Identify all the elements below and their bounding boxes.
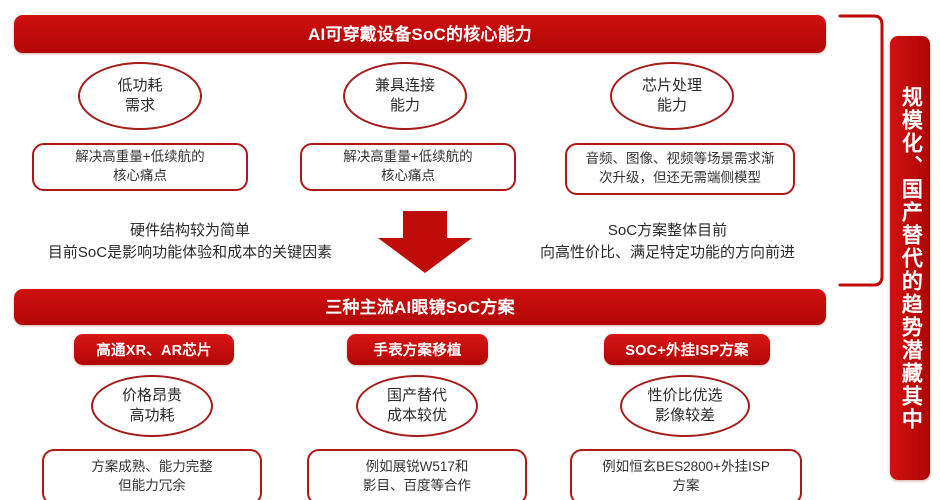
caption-box-low-power-line2: 核心痛点: [112, 168, 167, 183]
ellipse-cost-effective-line2: 影像较差: [654, 407, 715, 424]
ellipse-domestic-substitution: 国产替代 成本较优: [356, 375, 478, 437]
caption-box-chip-processing-line2: 次升级，但还无需端侧模型: [599, 170, 761, 185]
note-hardware-simple-line1: 硬件结构较为简单: [129, 222, 250, 239]
ellipse-connectivity-line1: 兼具连接: [374, 77, 435, 95]
section-header-core-capability-label: AI可穿戴设备SoC的核心能力: [308, 24, 532, 44]
ellipse-chip-processing: 芯片处理 能力: [610, 62, 734, 130]
ellipse-chip-processing-line2: 能力: [656, 97, 687, 114]
caption-box-mature-solution: 方案成熟、能力完整 但能力冗余: [42, 449, 262, 500]
caption-box-unisoc-w517-line2: 影目、百度等合作: [363, 478, 471, 493]
side-banner-trend-label: 规模化、国产替代的趋势潜藏其中: [899, 85, 923, 431]
pill-watch-solution-port-label: 手表方案移植: [373, 343, 462, 359]
caption-box-bes2800: 例如恒玄BES2800+外挂ISP 方案: [570, 449, 802, 500]
caption-box-chip-processing: 音频、图像、视频等场景需求渐 次升级，但还无需端侧模型: [565, 143, 795, 195]
ellipse-low-power: 低功耗 需求: [78, 62, 202, 130]
note-soc-direction-line1: SoC方案整体目前: [607, 222, 728, 239]
section-header-soc-solutions: 三种主流AI眼镜SoC方案: [14, 289, 826, 325]
bracket-connector-icon: [838, 6, 888, 306]
caption-box-connectivity-line1: 解决高重量+低续航的: [343, 149, 473, 165]
note-soc-direction: SoC方案整体目前 向高性价比、满足特定功能的方向前进: [495, 220, 840, 264]
caption-box-mature-solution-line2: 但能力冗余: [118, 478, 186, 493]
caption-box-bes2800-line1: 例如恒玄BES2800+外挂ISP: [602, 459, 770, 475]
caption-box-mature-solution-line1: 方案成熟、能力完整: [91, 459, 213, 475]
ellipse-low-power-line1: 低功耗: [117, 77, 163, 95]
ellipse-domestic-substitution-line2: 成本较优: [386, 407, 447, 424]
caption-box-bes2800-line2: 方案: [672, 478, 700, 493]
note-hardware-simple: 硬件结构较为简单 目前SoC是影响功能体验和成本的关键因素: [10, 220, 370, 264]
ellipse-connectivity-line2: 能力: [389, 97, 420, 114]
caption-box-connectivity: 解决高重量+低续航的 核心痛点: [300, 143, 516, 191]
ellipse-expensive-high-power-line1: 价格昂贵: [121, 387, 182, 405]
ellipse-domestic-substitution-line1: 国产替代: [386, 387, 447, 405]
ellipse-chip-processing-line1: 芯片处理: [641, 77, 702, 95]
pill-qualcomm-xr-ar-chip-label: 高通XR、AR芯片: [96, 343, 212, 359]
ellipse-cost-effective-line1: 性价比优选: [647, 387, 723, 405]
caption-box-chip-processing-line1: 音频、图像、视频等场景需求渐: [585, 151, 775, 167]
pill-soc-external-isp: SOC+外挂ISP方案: [604, 334, 770, 365]
caption-box-low-power-line1: 解决高重量+低续航的: [75, 149, 205, 165]
ellipse-cost-effective: 性价比优选 影像较差: [620, 375, 750, 437]
note-soc-direction-line2: 向高性价比、满足特定功能的方向前进: [539, 243, 795, 261]
pill-qualcomm-xr-ar-chip: 高通XR、AR芯片: [74, 334, 234, 365]
caption-box-low-power: 解决高重量+低续航的 核心痛点: [32, 143, 248, 191]
ellipse-expensive-high-power: 价格昂贵 高功耗: [91, 375, 213, 437]
caption-box-unisoc-w517: 例如展锐W517和 影目、百度等合作: [307, 449, 527, 500]
ellipse-low-power-line2: 需求: [124, 97, 155, 114]
ellipse-connectivity: 兼具连接 能力: [343, 62, 467, 130]
caption-box-connectivity-line2: 核心痛点: [380, 168, 435, 183]
section-header-soc-solutions-label: 三种主流AI眼镜SoC方案: [325, 297, 515, 317]
pill-watch-solution-port: 手表方案移植: [347, 334, 488, 365]
caption-box-unisoc-w517-line1: 例如展锐W517和: [365, 459, 469, 475]
ellipse-expensive-high-power-line2: 高功耗: [129, 407, 175, 424]
section-header-core-capability: AI可穿戴设备SoC的核心能力: [14, 15, 826, 53]
note-hardware-simple-line2: 目前SoC是影响功能体验和成本的关键因素: [47, 243, 333, 261]
side-banner-trend: 规模化、国产替代的趋势潜藏其中: [890, 36, 930, 480]
pill-soc-external-isp-label: SOC+外挂ISP方案: [625, 343, 749, 359]
down-arrow-icon: [378, 211, 472, 273]
